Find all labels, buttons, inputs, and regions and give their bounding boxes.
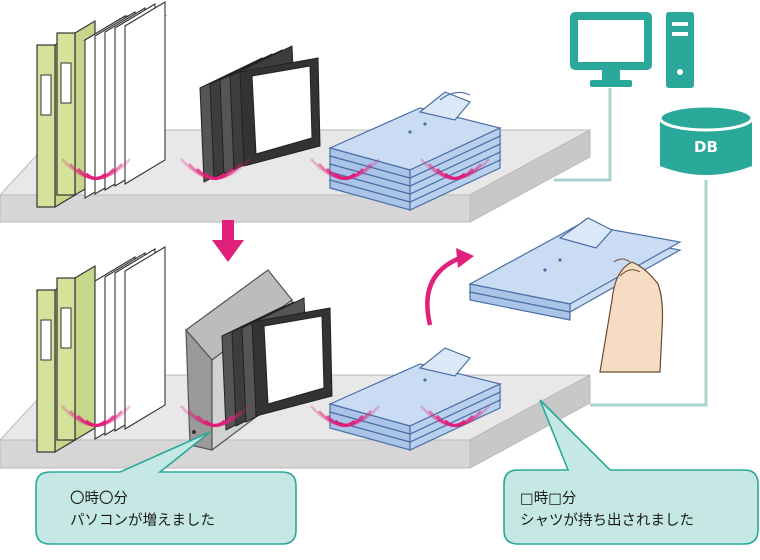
database-label: DB bbox=[694, 138, 718, 156]
hand bbox=[599, 258, 664, 373]
database-icon bbox=[658, 104, 754, 175]
callout-right-text: □時□分 シャツが持ち出されました bbox=[520, 488, 694, 532]
desktop-computer-icon bbox=[570, 12, 694, 88]
connection-lines bbox=[554, 88, 708, 407]
callout-left-text: 〇時〇分 パソコンが増えました bbox=[70, 488, 215, 532]
shirt-stack-top bbox=[329, 91, 501, 211]
callout-left-time: 〇時〇分 bbox=[70, 491, 128, 507]
tablets-top bbox=[199, 45, 321, 183]
folders-bottom bbox=[94, 246, 166, 440]
curved-arrow-icon bbox=[425, 248, 474, 326]
callout-right-time: □時□分 bbox=[520, 491, 577, 507]
callout-right bbox=[503, 399, 759, 545]
down-arrow-icon bbox=[212, 220, 244, 262]
callout-left-message: パソコンが増えました bbox=[70, 513, 215, 529]
shirt-stack-bottom bbox=[329, 347, 501, 451]
callout-right-message: シャツが持ち出されました bbox=[520, 513, 694, 529]
tablets-bottom bbox=[221, 297, 333, 431]
callout-left bbox=[35, 431, 297, 545]
folders-top bbox=[84, 1, 166, 199]
removed-shirts bbox=[468, 217, 682, 321]
